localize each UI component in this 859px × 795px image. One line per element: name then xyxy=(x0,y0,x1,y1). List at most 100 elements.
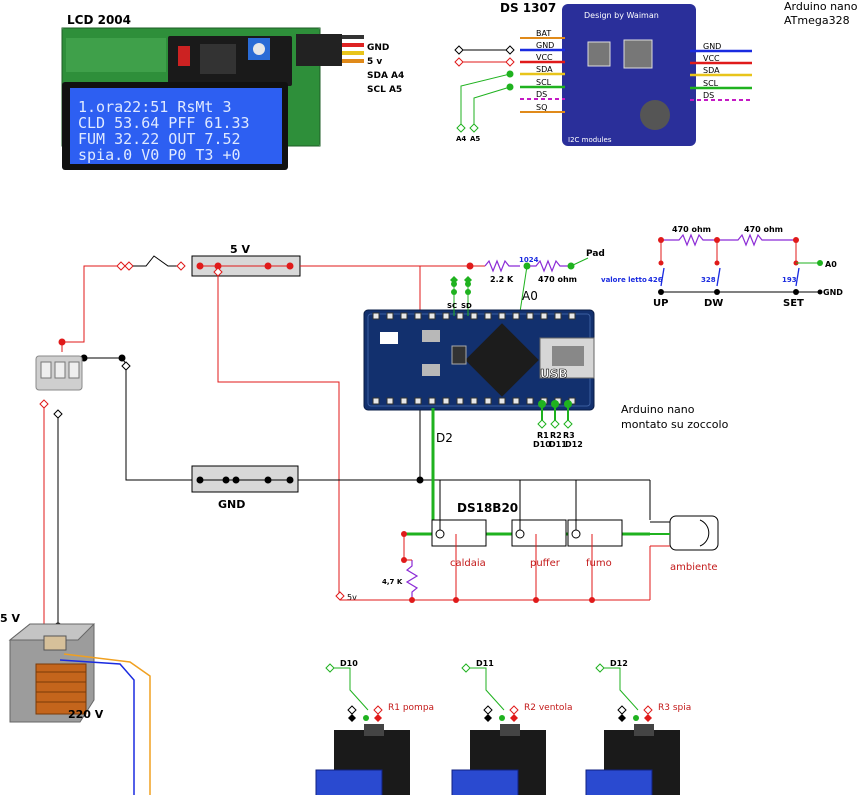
sensor-vcc-node xyxy=(453,597,459,603)
sensor-name-fumo: fumo xyxy=(586,558,612,569)
rtc-left-vcc: VCC xyxy=(536,53,553,62)
relay-coil xyxy=(585,769,653,795)
rtc-left-bat: BAT xyxy=(536,29,551,38)
kp-a0-board: A0 xyxy=(522,289,538,303)
rtc-a5: A5 xyxy=(470,135,480,143)
kp-res-a: 470 ohm xyxy=(672,225,711,234)
lcd-title: LCD 2004 xyxy=(67,13,131,27)
nano-top-pin xyxy=(456,312,464,320)
kp-set: SET xyxy=(783,298,804,309)
resistor-2k2 xyxy=(484,259,520,273)
arduino-label-1: Arduino nano xyxy=(784,0,858,13)
lcd-line-2: CLD 53.64 PFF 61.33 xyxy=(78,114,250,132)
relay-coil xyxy=(451,769,519,795)
nano-bottom-pin xyxy=(470,397,478,405)
rtc-pcb xyxy=(562,4,696,146)
rtc-left-scl: SCL xyxy=(536,78,552,87)
sensor-ambient: ambiente xyxy=(649,515,719,600)
resistor-470-a xyxy=(530,259,569,273)
nano-d11: D11 xyxy=(549,440,567,449)
sensor-name-ambiente: ambiente xyxy=(670,562,718,573)
relay-in-node xyxy=(633,715,639,721)
rtc-module: DS 1307 Arduino nano ATmega328 Design by… xyxy=(454,0,858,146)
lcd-module: LCD 2004 1.ora22:51 RsMt 3 CLD 53.64 PFF… xyxy=(61,13,404,170)
switch-symbol xyxy=(133,255,180,267)
nano-top-pin xyxy=(400,312,408,320)
sensor-node xyxy=(435,529,445,539)
nano-bottom-pin xyxy=(498,397,506,405)
relay-gnd-node-b xyxy=(348,714,356,722)
nano-top-pin xyxy=(498,312,506,320)
nano-bottom-pin xyxy=(400,397,408,405)
nano-d12: D12 xyxy=(565,440,583,449)
rtc-a4: A4 xyxy=(456,135,466,143)
bus-gnd-block xyxy=(191,465,299,493)
nano-sc: SC xyxy=(447,302,457,310)
nano-bottom-pin xyxy=(386,397,394,405)
sensor-vcc-node xyxy=(533,597,539,603)
rtc-right-gnd: GND xyxy=(703,42,721,51)
relay-vcc-node xyxy=(509,705,519,715)
nano-bottom-pin xyxy=(428,397,436,405)
nano-top-pin xyxy=(554,312,562,320)
bus-gnd-label: GND xyxy=(218,498,245,511)
relay-signal-node xyxy=(325,663,335,673)
relay-module-2: D11 R2 ventola xyxy=(451,659,572,795)
nano-top-pin xyxy=(512,312,520,320)
relay-in-node xyxy=(499,715,505,721)
kp-up: UP xyxy=(653,298,668,309)
kp-v426: 426 xyxy=(648,276,663,284)
relay-signal-node xyxy=(595,663,605,673)
nano-top-pin xyxy=(526,312,534,320)
nano-r3: R3 xyxy=(563,431,575,440)
relay-label: R1 pompa xyxy=(388,703,434,713)
sensor-probes: caldaia puffer fumo xyxy=(431,480,623,603)
nano-top-pin xyxy=(470,312,478,320)
rtc-right-vcc: VCC xyxy=(703,54,720,63)
relay-pin-label: D10 xyxy=(340,659,358,668)
sensor-vcc-node xyxy=(589,597,595,603)
relay-label: R2 ventola xyxy=(524,703,572,713)
relay-pin-label: D12 xyxy=(610,659,628,668)
lcd-line-4: spia.0 V0 P0 T3 +0 xyxy=(78,146,241,164)
sensor-name-puffer: puffer xyxy=(530,558,561,569)
kp-v193: 193 xyxy=(782,276,797,284)
nano-r1: R1 xyxy=(537,431,549,440)
nano-bottom-pin xyxy=(414,397,422,405)
nano-chip xyxy=(465,323,539,397)
relay-vcc-node xyxy=(373,705,383,715)
sensor-probe-body xyxy=(511,519,567,547)
relay-vcc-node-b xyxy=(374,714,382,722)
nano-d2: D2 xyxy=(436,431,453,445)
nano-bottom-pin xyxy=(484,397,492,405)
lcd-pin-sda: SDA A4 xyxy=(367,71,404,81)
nano-bottom-pin xyxy=(442,397,450,405)
kp-v1024: 1024 xyxy=(519,256,539,264)
lcd-line-3: FUM 32.22 OUT 7.52 xyxy=(78,130,241,148)
nano-usb-label: USB xyxy=(540,367,568,381)
nano-r2: R2 xyxy=(550,431,562,440)
lcd-pin-gnd: GND xyxy=(367,43,389,53)
keypad-circuit: 2.2 K 1024 470 ohm Pad A0 valore letto 4… xyxy=(470,225,843,313)
power-bus-5v: 5 V 5v xyxy=(58,243,474,602)
nano-bottom-pin xyxy=(456,397,464,405)
relay-header xyxy=(634,724,654,736)
relay-pin-label: D11 xyxy=(476,659,494,668)
power-bus-gnd: GND xyxy=(70,354,651,520)
arduino-label-2: ATmega328 xyxy=(784,14,850,27)
nano-top-pin xyxy=(414,312,422,320)
relay-signal-wire xyxy=(330,667,369,711)
sensor-name-caldaia: caldaia xyxy=(450,558,486,569)
arduino-nano: USB xyxy=(363,309,595,411)
nano-caption-2: montato su zoccolo xyxy=(621,418,729,431)
lcd-screen xyxy=(70,88,282,164)
sensor-title: DS18B20 xyxy=(457,501,518,515)
rtc-right-ds: DS xyxy=(703,91,714,100)
nano-bottom-pin xyxy=(512,397,520,405)
relay-signal-wire xyxy=(600,667,639,711)
kp-dw: DW xyxy=(704,298,723,309)
nano-sd: SD xyxy=(461,302,472,310)
kp-value-read: valore letto xyxy=(601,276,647,284)
